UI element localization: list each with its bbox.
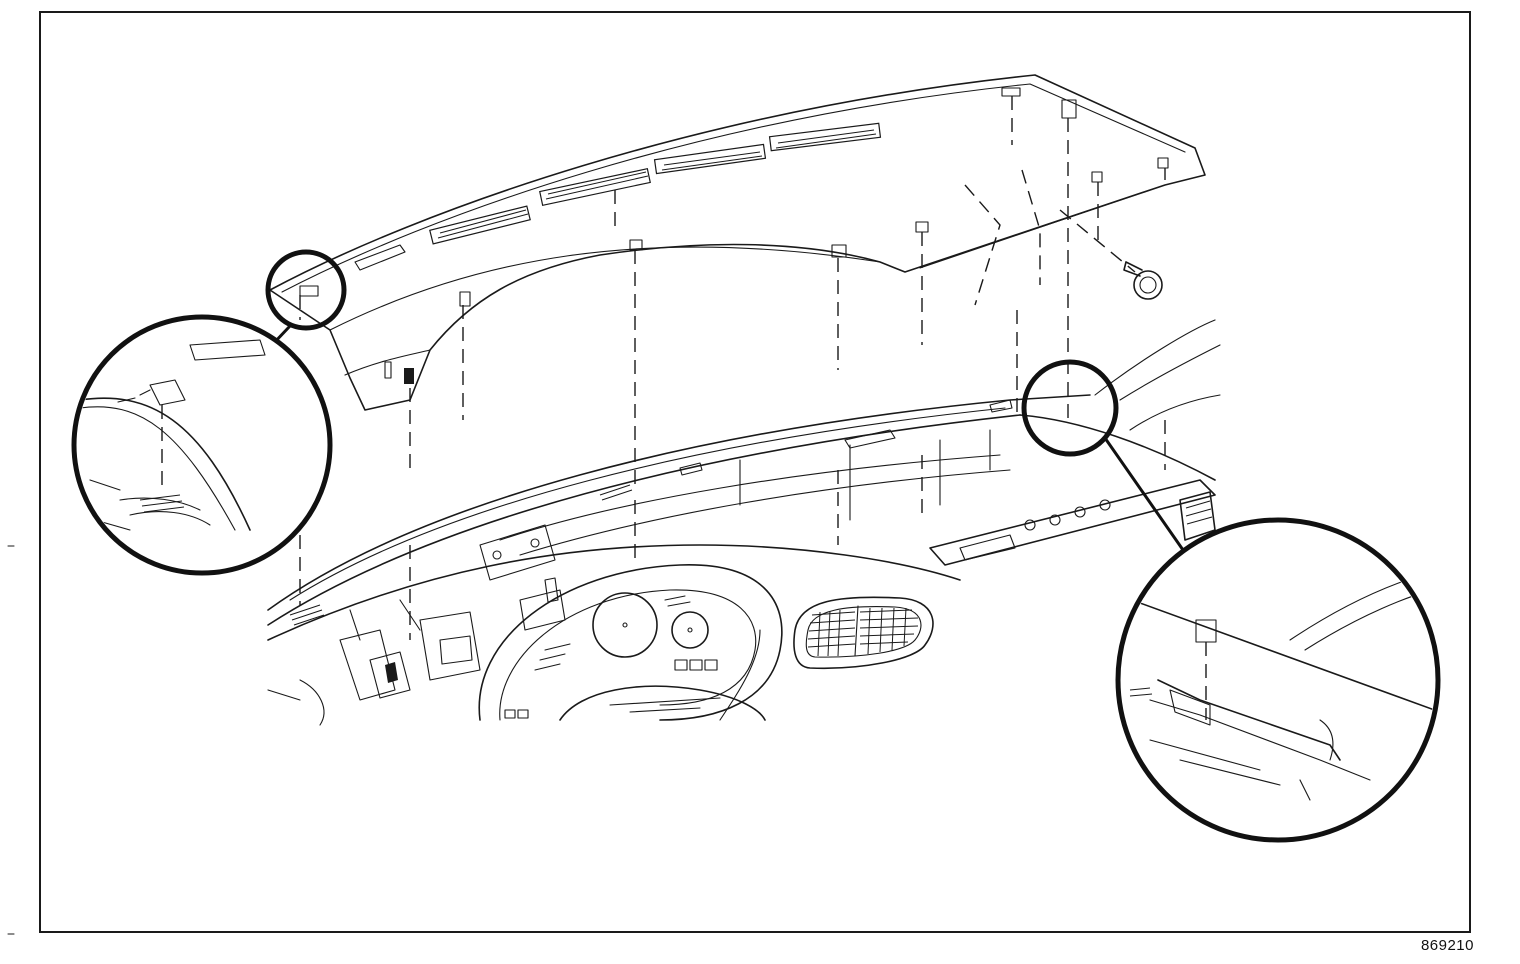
callout-marker-left [265, 249, 347, 331]
alignment-lines [299, 96, 1166, 640]
center-air-vent [793, 596, 934, 670]
speedometer-gauge [592, 592, 658, 658]
defroster-grille-slot [653, 143, 767, 175]
retainer-clip [1061, 99, 1077, 119]
defroster-grille-slot [539, 168, 651, 206]
retainer-clip [1157, 157, 1169, 169]
callout-marker-right [1021, 359, 1119, 457]
retainer-clip [1091, 171, 1103, 183]
retainer-clip [1001, 87, 1021, 97]
instrument-cluster [478, 564, 783, 721]
instrument-panel-upper-trim-pad [269, 74, 1206, 411]
figure-reference-number: 869210 [1420, 937, 1474, 954]
retainer-clip [459, 291, 471, 307]
defroster-grille-slot [429, 205, 531, 245]
figure-border [39, 11, 1471, 933]
retainer-clip [404, 368, 414, 384]
retainer-clip [831, 244, 847, 258]
tachometer-gauge [671, 611, 709, 649]
detail-view-left [71, 314, 333, 576]
retainer-clip [629, 239, 643, 251]
retainer-clip [384, 361, 392, 379]
fastener-bolt [1123, 261, 1163, 300]
instrument-panel-carrier [267, 319, 1221, 726]
detail-view-right [1115, 517, 1441, 843]
defroster-grille-slot [768, 122, 882, 152]
retainer-clip [915, 221, 929, 233]
retainer-clip [299, 285, 319, 297]
